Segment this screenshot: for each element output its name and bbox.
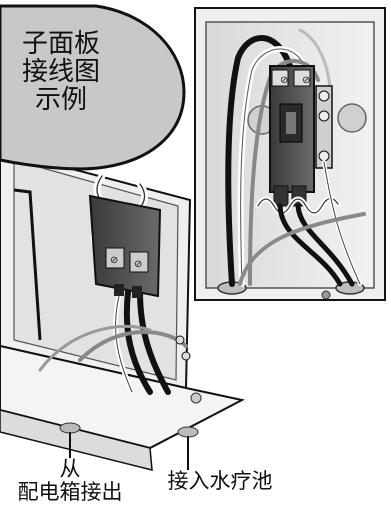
spa-disconnect-breaker: ⊘ ⊘ <box>88 194 191 361</box>
from-label-line-1: 从 <box>59 457 81 481</box>
callout-line-1: 子面板 <box>21 29 100 59</box>
svg-text:⊘: ⊘ <box>110 255 118 266</box>
subpanel-incoming-wires <box>225 28 332 287</box>
subpanel-gfci-breaker: ⊘ ⊘ <box>269 65 333 207</box>
svg-text:⊘: ⊘ <box>302 75 310 86</box>
callout-bubble <box>0 4 186 171</box>
from-main-panel-label: 从 配电箱接出 <box>0 458 140 503</box>
from-label-line-2: 配电箱接出 <box>17 479 123 504</box>
callout-text: 子面板 接线图 示例 <box>0 30 122 114</box>
svg-text:⊘: ⊘ <box>280 75 288 86</box>
subpanel-outgoing-wires <box>238 160 366 287</box>
to-spa-label: 接入水疗池 <box>167 469 273 493</box>
callout-line-3: 示例 <box>34 85 87 116</box>
svg-text:⊘: ⊘ <box>134 259 142 270</box>
callout-line-2: 接线图 <box>21 57 100 88</box>
